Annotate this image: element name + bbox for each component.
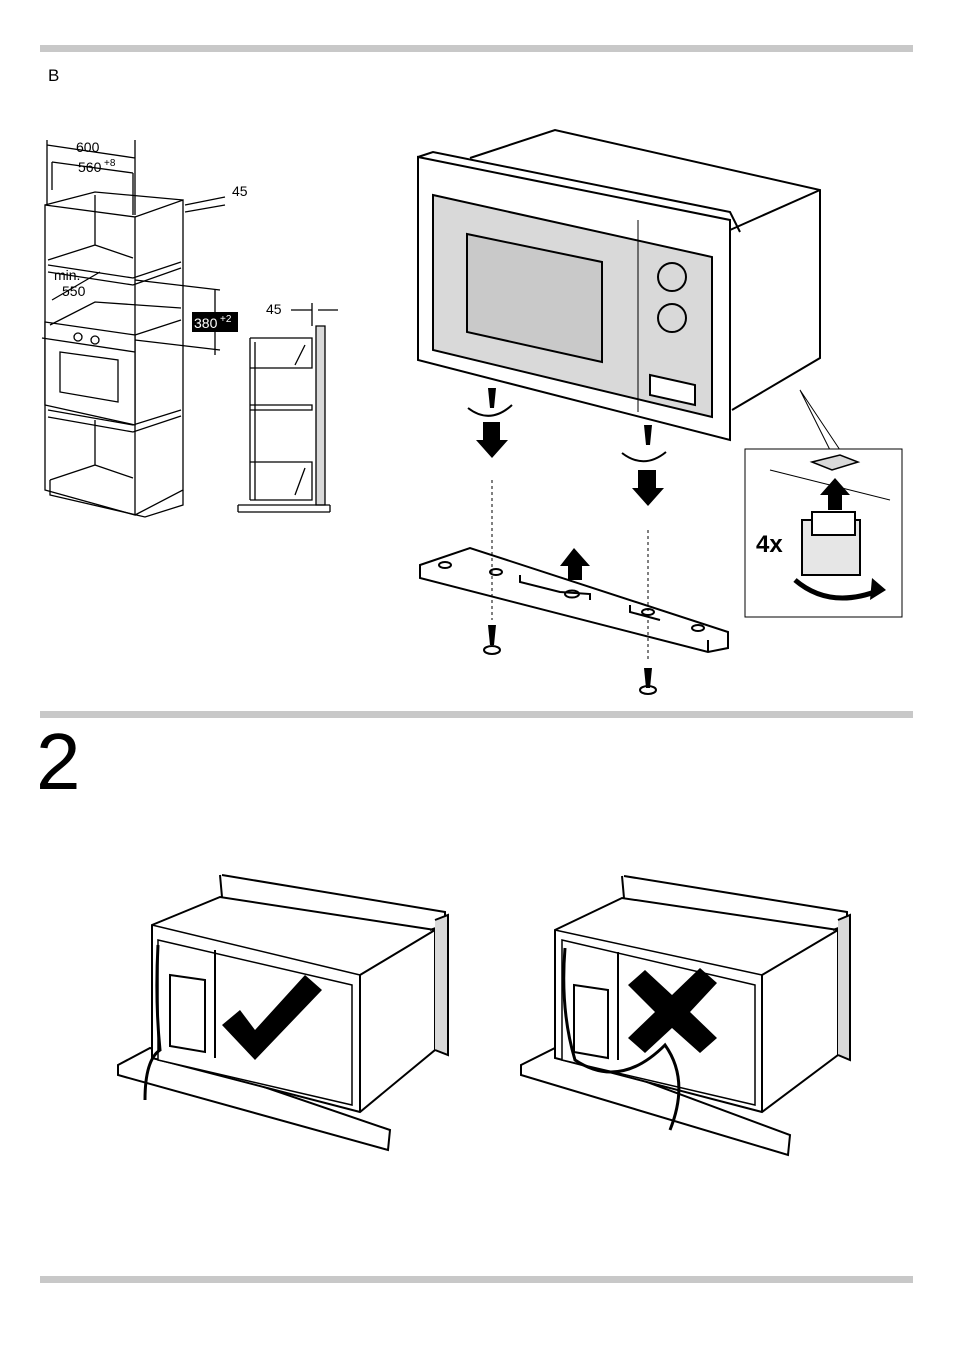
incorrect-cable-routing-illustration xyxy=(0,0,954,1350)
